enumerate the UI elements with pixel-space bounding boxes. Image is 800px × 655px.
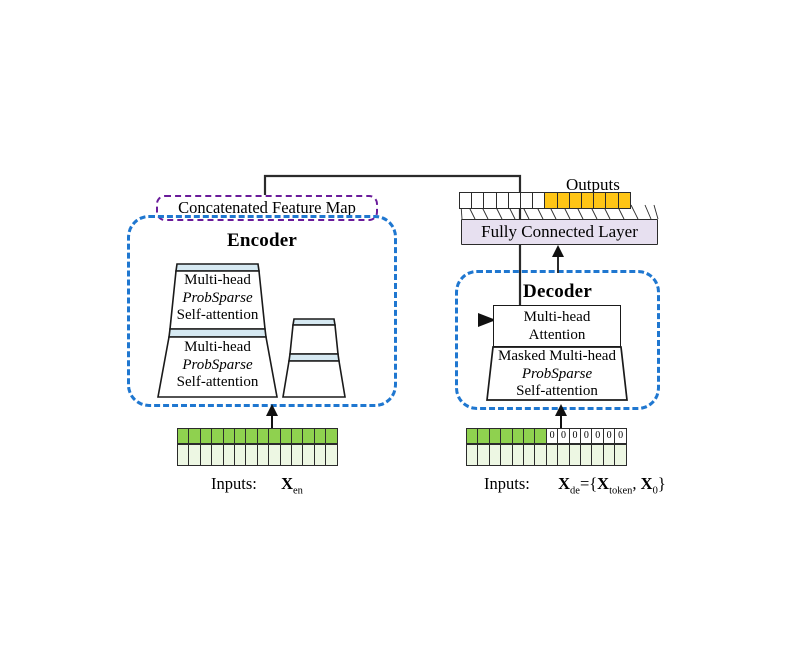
decoder-multi-head-attention-block: Multi-head Attention [493, 305, 621, 347]
decoder-input-bottom-cell-13 [614, 444, 627, 466]
decoder-caption-eq: ={ [579, 474, 598, 493]
decoder-input-top-cell-13: 0 [614, 428, 627, 444]
encoder-input-caption-sub: en [293, 485, 303, 497]
decoder-mha-line-0: Multi-head [523, 309, 591, 325]
fully-connected-layer-label: Fully Connected Layer [481, 222, 638, 241]
encoder-input-caption: Inputs: Xen [211, 474, 303, 496]
encoder-title: Encoder [226, 230, 297, 251]
decoder-input-bottom-row [466, 444, 627, 466]
decoder-caption-x1: X [558, 474, 571, 493]
decoder-title: Decoder [523, 281, 592, 302]
decoder-caption-sub2: token [609, 485, 633, 497]
encoder-input-bottom-row [177, 444, 338, 466]
encoder-main-stack: Multi-head ProbSparse Self-attention Mul… [155, 263, 280, 399]
encoder-input-top-row [177, 428, 338, 444]
fully-connected-layer: Fully Connected Layer [461, 219, 658, 245]
encoder-replica-stack [281, 318, 347, 399]
encoder-input-bottom-cell-13 [325, 444, 338, 466]
encoder-input-strip [177, 428, 338, 466]
encoder-input-caption-symbol: X [281, 474, 294, 493]
concatenated-feature-map-label: Concatenated Feature Map [178, 198, 356, 217]
encoder-input-caption-prefix: Inputs: [211, 474, 257, 493]
output-cell-13 [617, 192, 632, 209]
encoder-input-arrow [266, 404, 278, 430]
outputs-label: Outputs [566, 175, 620, 194]
decoder-input-caption-prefix: Inputs: [484, 474, 530, 493]
decoder-caption-sub3: 0 [652, 485, 658, 497]
decoder-mha-line-1: Attention [528, 326, 586, 343]
outputs-strip [459, 192, 632, 209]
decoder-caption-brace-close: } [657, 474, 666, 493]
encoder-input-top-cell-13 [325, 428, 338, 444]
encoder-container [127, 215, 397, 407]
decoder-caption-comma: , [632, 474, 641, 493]
decoder-caption-sub1: de [570, 485, 580, 497]
decoder-caption-x3: X [640, 474, 653, 493]
decoder-input-caption: Inputs: Xde={Xtoken, X0} [484, 474, 666, 496]
concatenated-feature-map-box: Concatenated Feature Map [156, 195, 378, 221]
decoder-mha-text: Multi-head Attention [494, 309, 620, 344]
decoder-to-fc-arrow [552, 245, 564, 273]
decoder-masked-block: Masked Multi-head ProbSparse Self-attent… [486, 346, 628, 402]
decoder-caption-x2: X [597, 474, 610, 493]
